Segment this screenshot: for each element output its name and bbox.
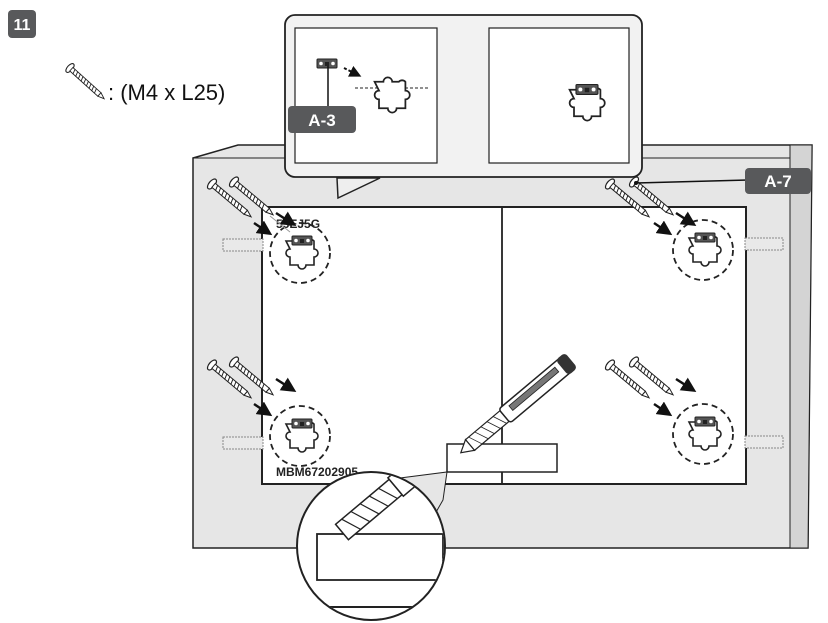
step-number: 11 (14, 17, 31, 34)
arrow-icon (653, 401, 673, 417)
bracket-position-bottom-left (269, 405, 331, 467)
puzzle-slot-icon (373, 76, 411, 114)
screw-group-bottom-right (603, 354, 697, 417)
screw-spec: : (M4 x L25) (63, 61, 225, 105)
step-number-badge: 11 (8, 10, 36, 38)
zoom-detail-cutting (296, 471, 448, 621)
bracket-icon (291, 418, 313, 429)
callout-detail-panel: A-3 (284, 14, 643, 200)
bracket-icon (316, 58, 338, 69)
callout-step-before (294, 27, 438, 164)
screw-group-top-left (205, 174, 297, 236)
arrow-icon (653, 220, 673, 236)
part-label-a7: A-7 (634, 168, 811, 194)
bracket-icon (575, 83, 599, 95)
part-a7-text: A-7 (764, 172, 791, 191)
arrow-icon (253, 401, 273, 417)
bracket-position-top-left (269, 222, 331, 284)
bracket-position-top-right (672, 219, 734, 281)
arrow-icon (253, 220, 273, 236)
arrow-icon (275, 377, 297, 393)
screw-icon (63, 61, 109, 104)
part-a3-text: A-3 (308, 111, 335, 130)
utility-knife-icon (459, 354, 576, 454)
bracket-icon (291, 235, 313, 246)
bracket-icon (694, 416, 716, 427)
arrow-icon (675, 377, 697, 393)
screw-group-bottom-left (205, 354, 297, 417)
screw-group-top-right (603, 174, 697, 236)
dashed-circle-icon (672, 219, 734, 281)
arrow-icon (275, 211, 297, 227)
dashed-circle-icon (269, 222, 331, 284)
arrow-icon (343, 65, 362, 77)
wall-template: 55EJ5G MBM67202905 (261, 206, 747, 485)
dashed-circle-icon (672, 403, 734, 465)
dashed-circle-icon (269, 405, 331, 467)
bracket-icon (694, 232, 716, 243)
arrow-icon (675, 211, 697, 227)
callout-step-after (488, 27, 630, 164)
tape-strips (222, 237, 784, 450)
screw-spec-text: : (M4 x L25) (108, 80, 225, 105)
bracket-position-bottom-right (672, 403, 734, 465)
part-number-label: MBM67202905 (276, 465, 358, 479)
